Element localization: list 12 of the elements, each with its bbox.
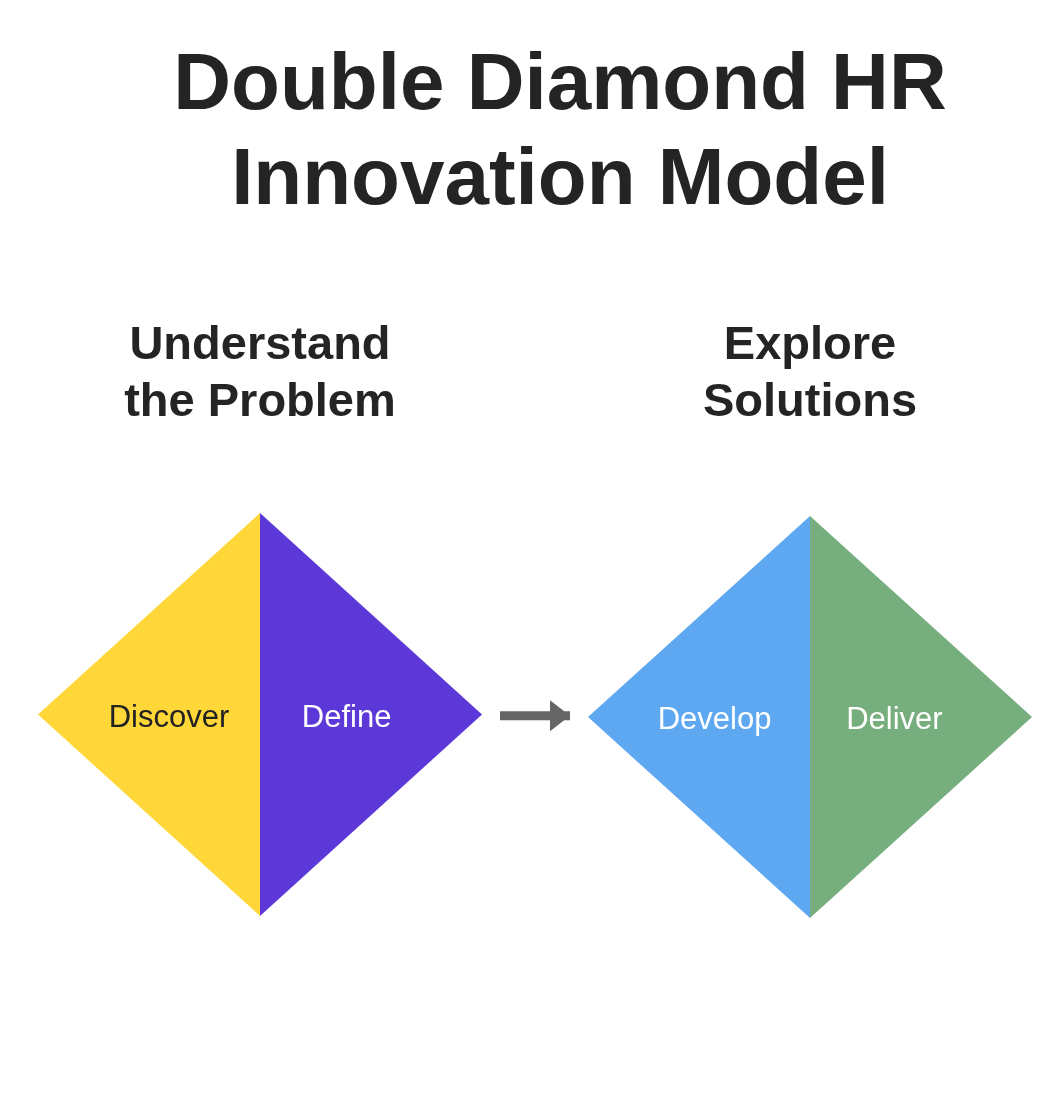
triangle-segment [260,513,482,916]
segment-label: Deliver [846,701,943,737]
triangle-segment [588,516,810,918]
arrow [500,700,570,732]
triangle-segment [38,513,260,916]
segment-label: Define [301,698,392,735]
segment-label: Develop [657,701,772,737]
phase-heading: Explore Solutions [701,315,919,428]
segment-label: Discover [108,698,230,735]
phase-heading: Understand the Problem [123,315,397,428]
triangle-segment [810,516,1032,918]
title: Double Diamond HR Innovation Model [172,36,948,223]
